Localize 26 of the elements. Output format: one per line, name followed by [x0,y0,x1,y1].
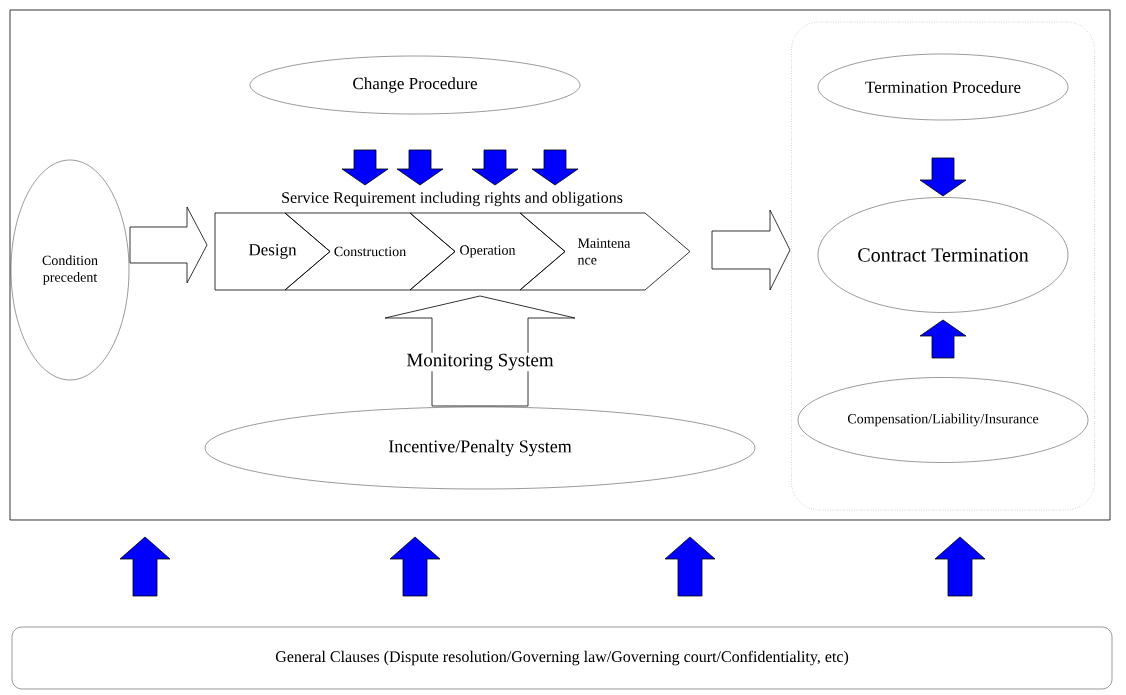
ellipse-node: Termination Procedure [817,53,1069,121]
dotted-group-box [791,21,1095,511]
block-arrow [664,536,716,597]
chevron-stage: Operation [409,212,566,291]
block-arrow [711,209,791,291]
ellipse-node: Condition precedent [10,159,130,381]
heading-text: Service Requirement including rights and obligations [282,191,623,207]
ellipse-node: Compensation/Liability/Insurance [797,377,1089,463]
chevron-stage: Maintena nce [519,212,691,291]
frame-box [9,9,1111,521]
ellipse-node: Incentive/Penalty System [204,406,756,490]
block-arrow [389,536,441,597]
block-arrow [919,319,967,359]
block-arrow [934,536,986,597]
edge-label: Monitoring System [405,352,555,372]
block-arrow [919,157,967,197]
block-arrow [341,149,389,186]
ellipse-node: Change Procedure [249,55,581,115]
block-arrow [119,536,171,597]
block-arrow [396,149,444,186]
block-arrow [471,149,519,186]
chevron-stage: Design [214,212,331,291]
block-arrow [129,206,208,284]
ellipse-node: Contract Termination [817,197,1069,313]
clause-box: General Clauses (Dispute resolution/Governing law/Governing court/Confidentiality, etc) [11,626,1113,690]
block-arrow [531,149,579,186]
